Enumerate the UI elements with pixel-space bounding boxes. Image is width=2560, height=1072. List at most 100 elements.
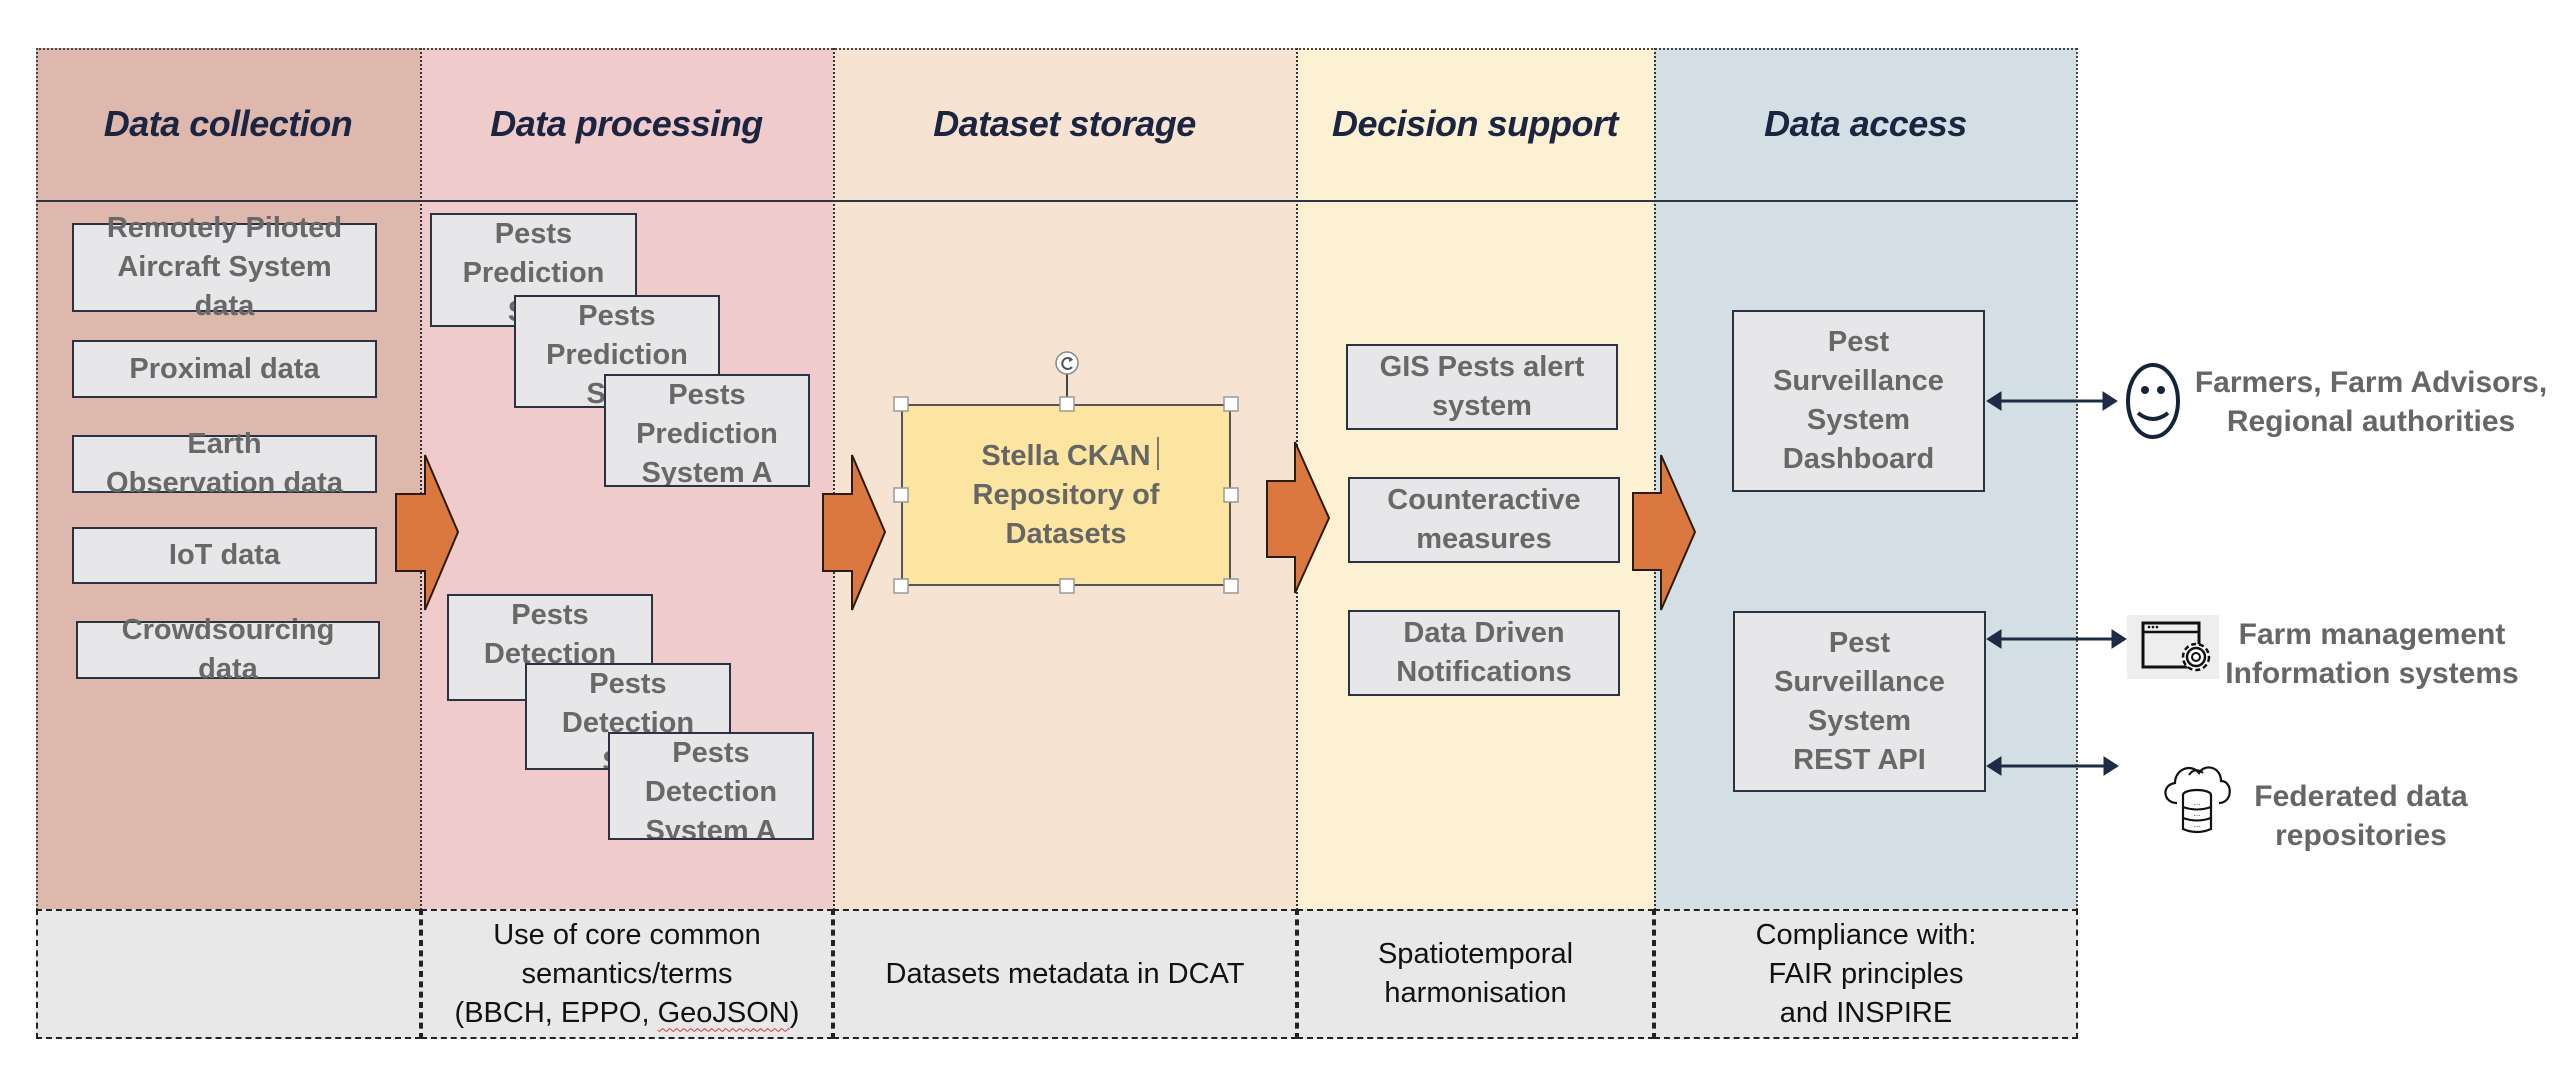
text-line: repositories — [2275, 819, 2447, 852]
text-line: Prediction — [462, 257, 605, 289]
text-line: Pest — [1827, 326, 1890, 358]
text-block: GIS Pests alert system — [1380, 348, 1585, 426]
text-block: Stella CKAN Repository of Datasets — [973, 437, 1160, 554]
text-line: Regional authorities — [2226, 405, 2516, 438]
flow-arrow-storage-to-decision — [1266, 441, 1331, 594]
frame-left-border — [36, 48, 38, 910]
svg-text:...: ... — [2194, 820, 2201, 829]
text-line: Counteractive — [1387, 484, 1581, 516]
text-line: Observation data — [106, 467, 343, 499]
text-line: REST API — [1793, 743, 1926, 776]
connector-api-to-fmis — [1986, 629, 2127, 649]
text-block: Compliance with: FAIR principles and INSPI… — [1756, 916, 1977, 1033]
text-line: Pests — [511, 599, 589, 631]
box-iot-data: IoT data — [72, 527, 377, 584]
text-line: Data Driven — [1403, 617, 1565, 649]
text-line: System A — [641, 457, 773, 487]
text-line: Surveillance — [1773, 365, 1944, 397]
svg-text:...: ... — [2194, 798, 2201, 807]
header-decision-support: Decision support — [1331, 103, 1619, 144]
text-line: Remotely Piloted — [106, 212, 343, 244]
text-line: Datasets — [1005, 517, 1127, 550]
box-gis-pests-alert-system: GIS Pests alert system — [1346, 344, 1618, 430]
footer-processing-line-3: (BBCH, EPPO, GeoJSON) — [454, 996, 800, 1029]
flow-arrow-processing-to-storage — [822, 454, 887, 611]
text-line: IoT data — [168, 539, 281, 571]
connector-api-to-federated — [1986, 756, 2119, 776]
text-line: Pests — [589, 668, 667, 700]
text-line: FAIR principles — [1768, 957, 1964, 990]
footer-decision-support: Spatiotemporal harmonisation — [1297, 909, 1654, 1039]
footer-data-access: Compliance with: FAIR principles and INSPI… — [1654, 909, 2078, 1039]
text-block: Proximal data — [129, 350, 319, 389]
frame-right-border — [2076, 48, 2078, 910]
label-federated-data-repositories: Federated data repositories — [2236, 777, 2486, 855]
text-line: Repository of — [972, 478, 1160, 511]
svg-text:...: ... — [2194, 809, 2201, 818]
text-line: Aircraft System — [117, 251, 332, 283]
text-line: Detection — [644, 776, 778, 808]
text-line: Surveillance — [1774, 665, 1945, 698]
text-line: Pests — [578, 300, 656, 332]
smiley-face-icon — [2126, 363, 2180, 439]
text-line: Information systems — [2225, 657, 2519, 690]
spellcheck-underlined-word: GeoJSON — [657, 996, 790, 1029]
connector-dashboard-to-users — [1986, 391, 2118, 411]
text-line: Crowdsourcing — [121, 614, 335, 646]
text-line: System A — [645, 815, 777, 840]
text-line: GIS Pests alert — [1379, 351, 1585, 383]
text-block: Farmers, Farm Advisors, Regional authorit… — [2186, 363, 2556, 441]
text-line: data — [198, 653, 258, 685]
box-proximal-data: Proximal data — [72, 340, 377, 398]
text-block: Crowdsourcing data — [122, 611, 335, 689]
text-line: Prediction — [546, 339, 688, 371]
footer-processing-line-2: semantics/terms — [521, 957, 733, 990]
text-line: Federated data — [2254, 780, 2468, 813]
text-line: Notifications — [1396, 656, 1572, 688]
text-block: Spatiotemporal harmonisation — [1378, 935, 1573, 1013]
text-line: Dashboard — [1782, 443, 1935, 475]
window-gear-icon — [2127, 615, 2219, 679]
text-line: Stella CKAN — [981, 439, 1151, 472]
footer-processing-line-1: Use of core common — [493, 918, 761, 951]
header-dataset-storage: Dataset storage — [933, 103, 1196, 144]
cloud-database-icon: ... ... ... — [2164, 766, 2231, 834]
text-line: Pests — [672, 737, 750, 769]
text-line: measures — [1416, 523, 1552, 555]
frame-top-border — [36, 48, 2077, 50]
text-line: Farm management — [2238, 618, 2506, 651]
text-line: Farmers, Farm Advisors, — [2194, 366, 2548, 399]
text-line: Spatiotemporal — [1377, 938, 1574, 970]
text-line: harmonisation — [1384, 977, 1567, 1009]
header-divider — [36, 200, 2077, 202]
header-data-processing: Data processing — [490, 103, 763, 144]
footer-dataset-storage: Datasets metadata in DCAT — [833, 909, 1297, 1039]
text-line: Pests — [668, 379, 746, 411]
flow-arrow-collection-to-processing — [395, 454, 460, 611]
text-line: Prediction — [636, 418, 778, 450]
text-block: Federated data repositories — [2236, 777, 2486, 855]
text-line: System — [1806, 404, 1911, 436]
text-line: Pest — [1828, 626, 1891, 659]
text-line: data — [194, 290, 255, 322]
text-line: Compliance with: — [1755, 918, 1977, 951]
text-line: Earth — [187, 428, 262, 460]
text-line: system — [1432, 390, 1532, 422]
text-line: and INSPIRE — [1779, 996, 1953, 1029]
text-line: Proximal data — [129, 352, 320, 385]
